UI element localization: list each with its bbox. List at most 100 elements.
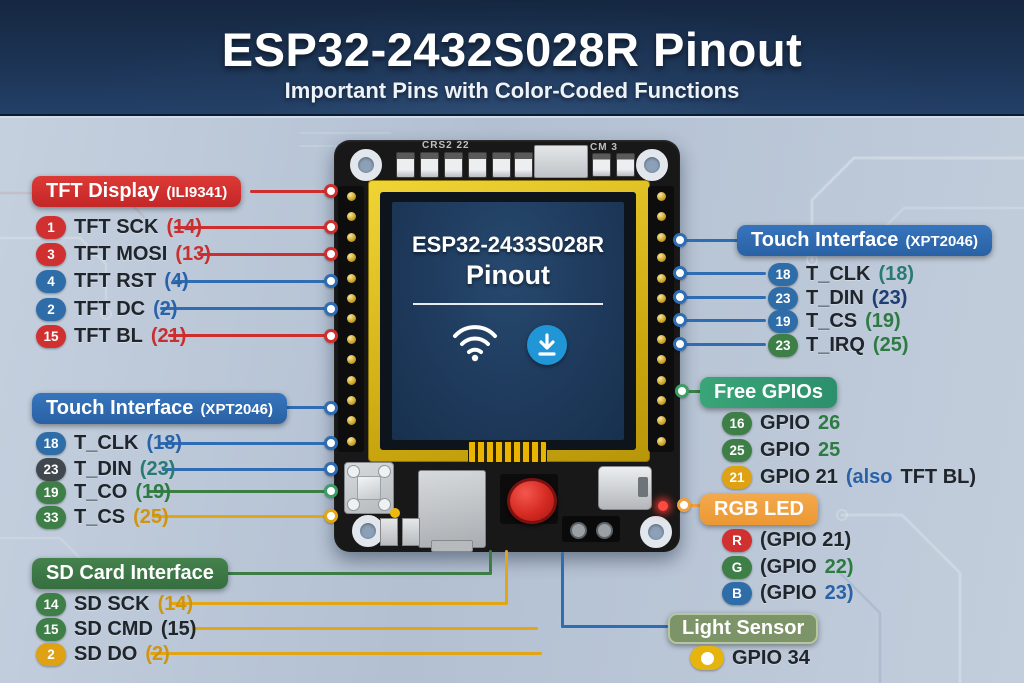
section-badge-light-sensor: Light Sensor [668,613,819,644]
connector-line [678,272,766,275]
connector-dot [673,266,687,280]
pin-row: 2 SD DO (2) [36,641,170,667]
pin-row: 14 SD SCK (14) [36,591,193,617]
pin-gpio: (21) [150,324,187,347]
pin-row: 25 GPIO 25 [722,437,840,463]
pin-row: 15 TFT BL (21) [36,323,186,349]
pin-label: T_CLK [74,431,139,454]
pin-label: (GPIO 21) [760,528,852,551]
page-subtitle: Important Pins with Color-Coded Function… [284,78,740,103]
screen-subtitle: Pinout [466,260,550,290]
pin-gpio: (19) [865,309,901,332]
smd-component [468,152,487,178]
section-badge-touch-right: Touch Interface (XPT2046) [737,225,992,256]
pin-label: GPIO [760,438,811,461]
connector-dot [324,220,338,234]
screen-title: ESP32-2433S028R [411,232,605,257]
smd-component [616,153,635,177]
pin-gpio: 25 [818,438,841,461]
reset-button-base [500,474,558,524]
pin-row: R (GPIO 21) [722,527,851,553]
pin-gpio: (18) [146,431,183,454]
connector-line [198,253,330,256]
mounting-hole [636,149,668,181]
pin-row: G (GPIO 22) [722,554,854,580]
section-badge-free-gpios: Free GPIOs [700,377,837,408]
pin-gpio: (23) [871,286,908,309]
connector-line [158,442,330,445]
smd-component [420,152,439,178]
pin-row: B (GPIO 23) [722,580,854,606]
connector-line [150,652,542,655]
pin-label: SD SCK [74,592,150,615]
connector-dot [673,290,687,304]
pin-badge: R [722,528,752,552]
connector-dot [324,462,338,476]
screen-divider [413,303,603,305]
pin-badge: 23 [36,457,66,481]
pin-label: T_DIN [74,457,132,480]
connector-dot [324,184,338,198]
connector-dot [324,247,338,261]
pin-badge: 1 [36,215,66,239]
connector-line [561,625,668,628]
connector-line [160,307,330,310]
pin-label: TFT SCK [74,215,159,238]
connector-dot [675,384,689,398]
mounting-hole [350,149,382,181]
section-title: Touch Interface [751,229,899,251]
power-connector [562,516,620,542]
connector-dot [324,401,338,415]
pin-badge: 4 [36,269,66,293]
pin-label: T_DIN [806,286,864,309]
pin-row: 23 T_DIN (23) [768,285,907,311]
connector-dot [324,274,338,288]
esp32-board: CRS2 22 CM 3 ESP32-2433S028R Pinout [334,140,680,552]
pin-row: 18 T_CLK (18) [36,430,182,456]
section-title: Touch Interface [46,397,194,419]
section-title: RGB LED [714,498,804,520]
wifi-icon [449,321,501,368]
pin-badge: 19 [768,309,798,333]
mounting-hole [640,516,672,548]
connector-line [686,504,702,507]
pin-badge: 25 [722,438,752,462]
pin-row: 19 T_CS (19) [768,308,901,334]
pin-label: T_CS [806,309,858,332]
smd-component [492,152,511,178]
pin-label: TFT DC [74,297,146,320]
connector-dot [324,484,338,498]
connector-dot [673,313,687,327]
header-divider [0,114,1024,116]
header-banner: ESP32-2432S028R Pinout Important Pins wi… [0,0,1024,118]
section-title: Light Sensor [682,617,805,639]
pin-gpio: (15) [160,617,197,640]
connector-dot [324,329,338,343]
silkscreen-text: CRS2 22 [422,140,470,151]
pin-badge: 16 [722,411,752,435]
pin-label: GPIO [760,411,811,434]
smd-component [592,153,611,177]
section-badge-rgb-led: RGB LED [700,494,818,525]
pin-label: GPIO 21 [760,465,838,488]
pin-badge: 23 [768,286,798,310]
connector-line [505,550,508,604]
pin-row: 18 T_CLK (18) [768,261,914,287]
pin-label: SD CMD [74,617,153,640]
pin-gpio: (14) [166,215,203,238]
pin-gpio: (18) [878,262,915,285]
pin-gpio: (14) [157,592,194,615]
pin-row: 23 T_DIN (23) [36,456,175,482]
pin-gpio: (25) [872,333,909,356]
connector-line [152,515,330,518]
pin-row: 2 TFT DC (2) [36,296,178,322]
pin-gpio: (13) [175,242,211,265]
pin-badge: 21 [722,465,752,489]
pin-label: T_CLK [806,262,871,285]
pin-gpio: 26 [818,411,841,434]
pin-note: TFT BL) [900,465,977,488]
pin-gpio: 22) [824,555,854,578]
connector-line [489,550,492,574]
pin-badge: 14 [36,592,66,616]
crystal-module [534,145,588,178]
